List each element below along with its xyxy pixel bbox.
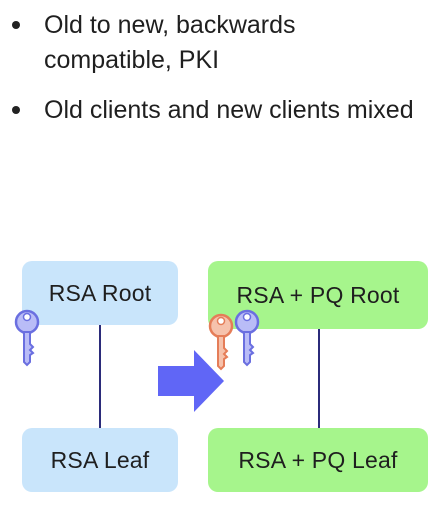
bullet-dot (12, 106, 20, 114)
bullet-list: Old to new, backwards compatible, PKI Ol… (0, 8, 430, 143)
key-icon (14, 309, 40, 367)
rsa-leaf-box: RSA Leaf (22, 428, 178, 492)
bullet-text: Old to new, backwards compatible, PKI (44, 11, 296, 74)
pq-leaf-label: RSA + PQ Leaf (238, 446, 398, 473)
rsa-leaf-label: RSA Leaf (50, 446, 150, 473)
right-arrow-icon (158, 350, 224, 412)
bullet-dot (12, 21, 20, 29)
pq-root-box: RSA + PQ Root (208, 261, 428, 329)
bullet-item: Old clients and new clients mixed (0, 93, 430, 128)
pq-root-label: RSA + PQ Root (236, 281, 400, 308)
bullet-item: Old to new, backwards compatible, PKI (0, 8, 430, 78)
rsa-chain-connector (99, 325, 101, 437)
key-icon (234, 309, 260, 367)
key-icon (208, 313, 234, 371)
bullet-text: Old clients and new clients mixed (44, 96, 414, 124)
rsa-root-box: RSA Root (22, 261, 178, 325)
pq-leaf-box: RSA + PQ Leaf (208, 428, 428, 492)
pq-chain-connector (318, 329, 320, 429)
rsa-root-label: RSA Root (48, 279, 152, 306)
